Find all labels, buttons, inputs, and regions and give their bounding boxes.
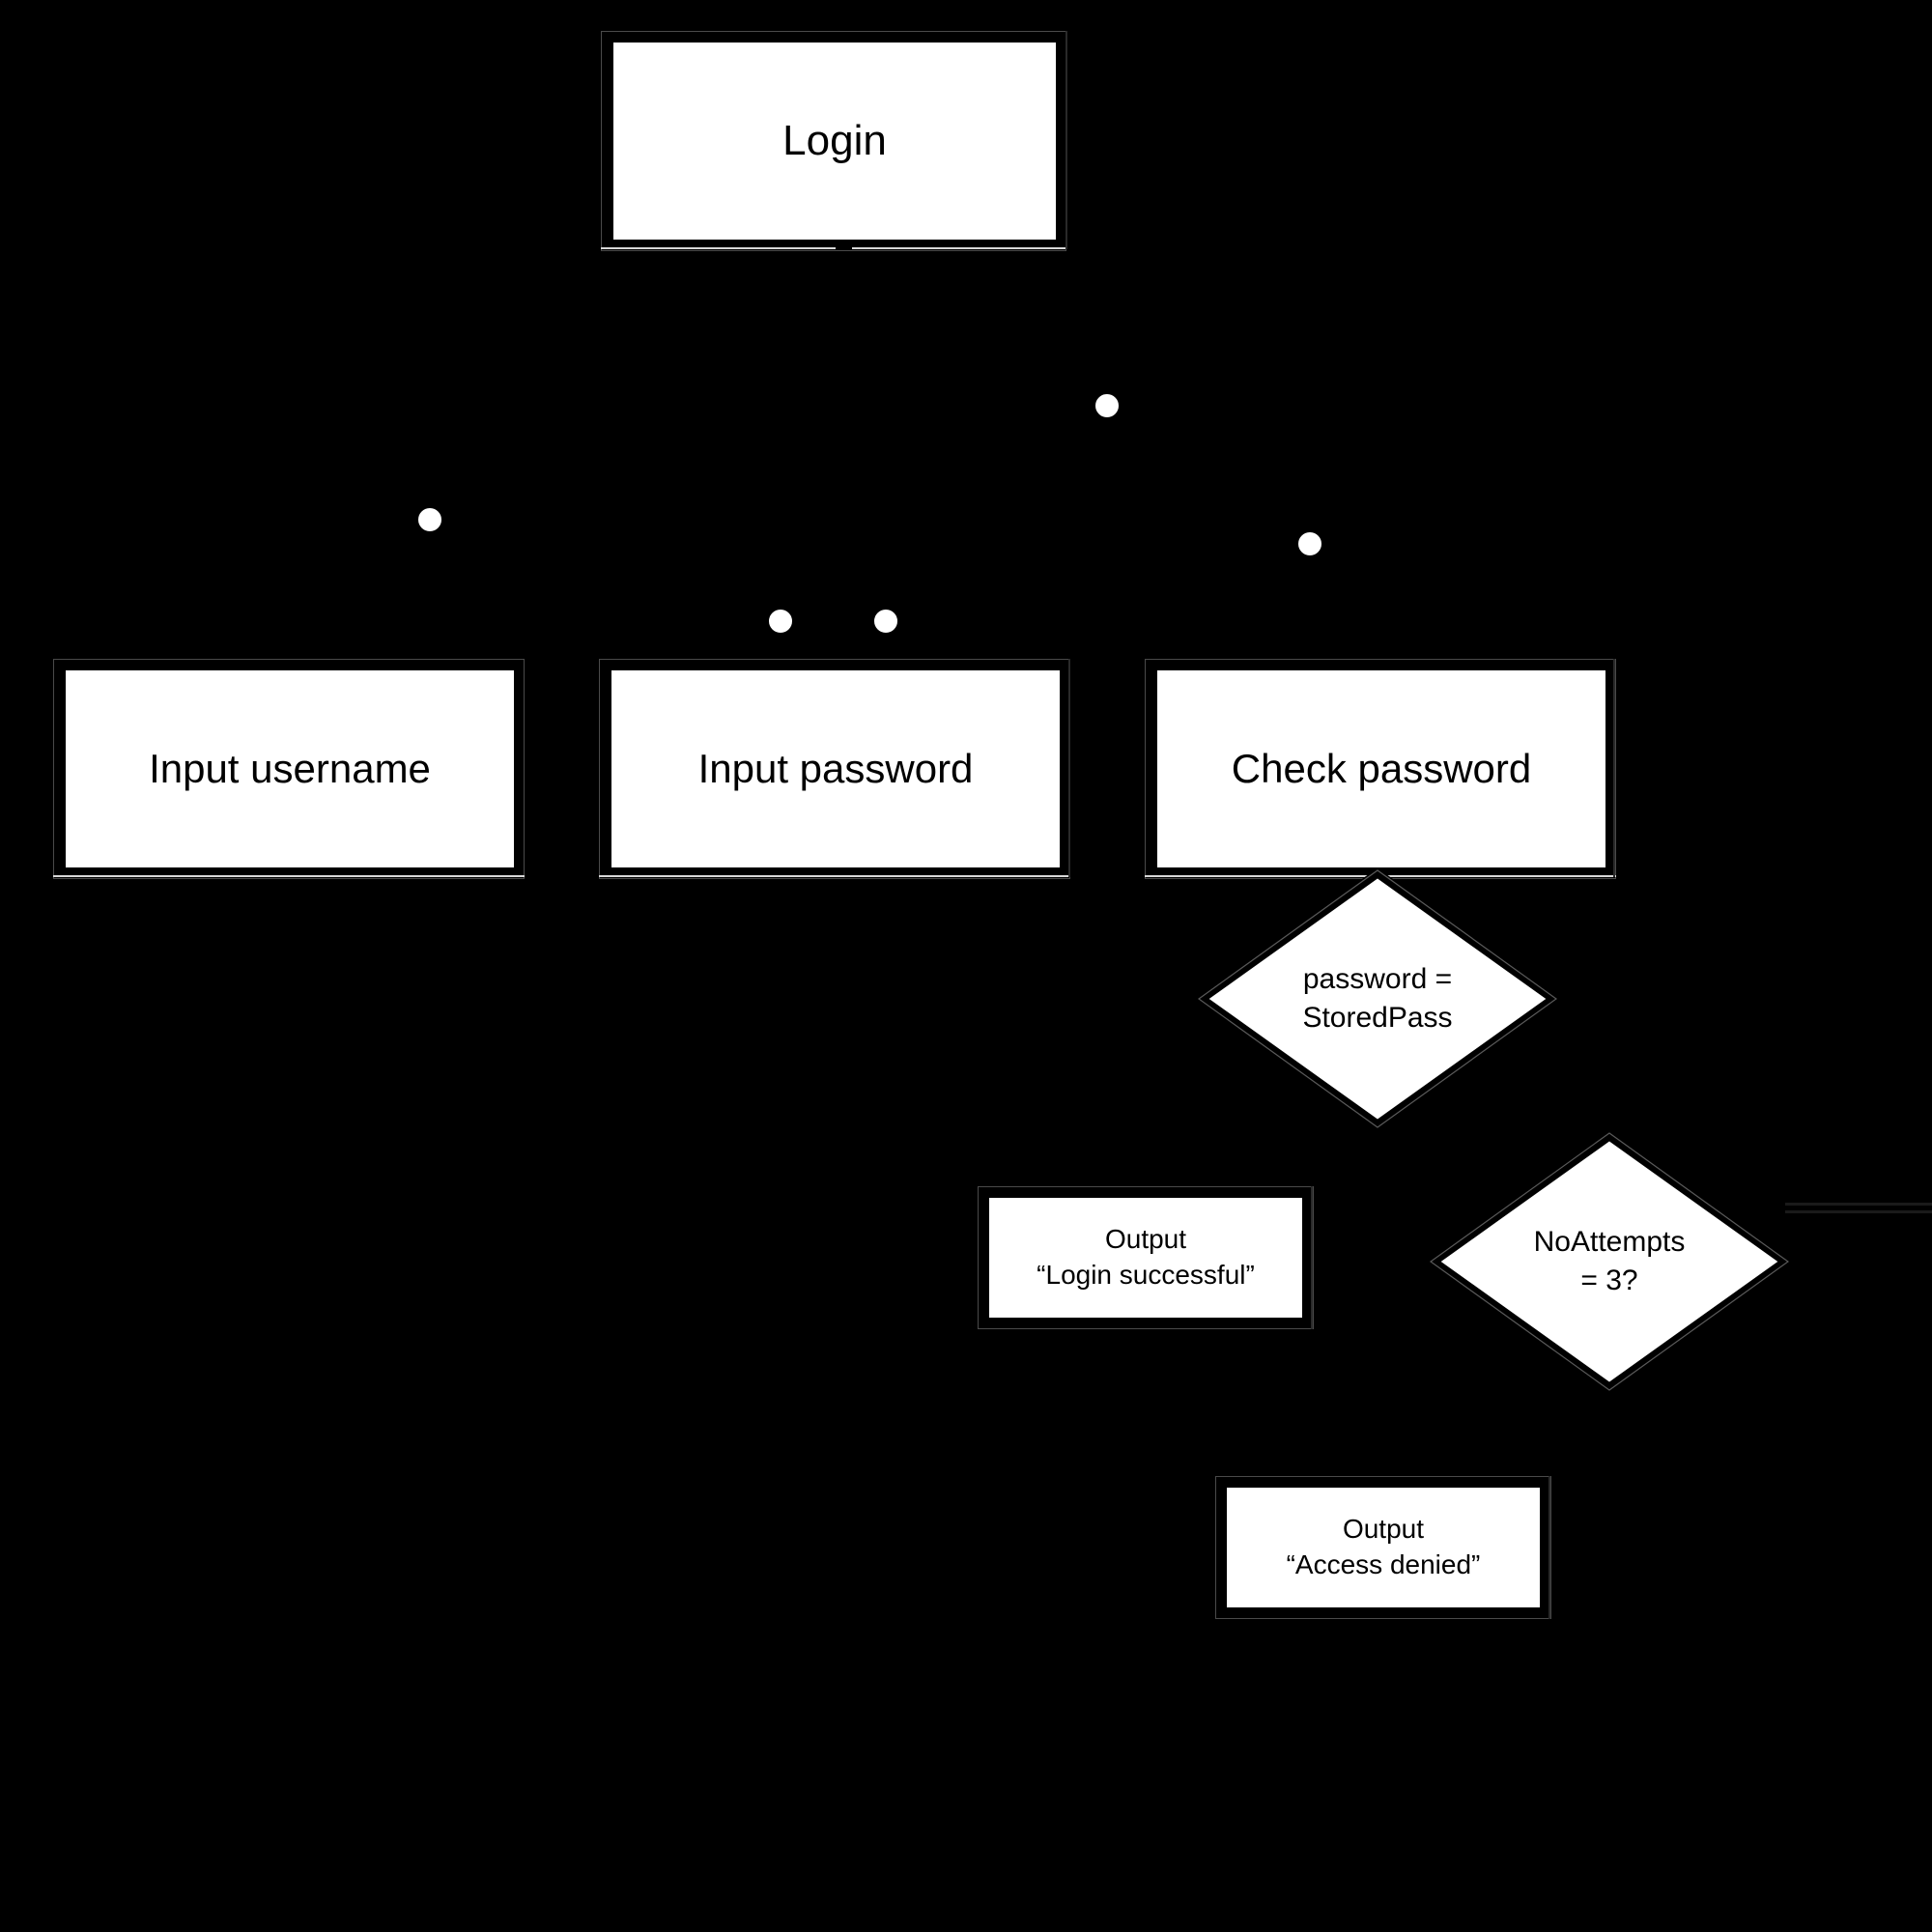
node-input-username-label: Input username bbox=[149, 746, 431, 792]
edge-attempts-right-a bbox=[1785, 1203, 1932, 1206]
edge-check-password-right-vertical bbox=[1613, 659, 1615, 877]
edge-attempts-right-b bbox=[1785, 1210, 1932, 1213]
node-decision-password[interactable]: password = StoredPass bbox=[1198, 869, 1557, 1128]
node-login[interactable]: Login bbox=[611, 41, 1058, 242]
waypoint-3[interactable] bbox=[1295, 529, 1324, 558]
waypoint-1[interactable] bbox=[1093, 391, 1122, 420]
edge-login-out-left bbox=[601, 247, 836, 249]
edge-input-password-underline bbox=[599, 875, 1070, 877]
waypoint-2[interactable] bbox=[415, 505, 444, 534]
decision-attempts-shape bbox=[1430, 1132, 1789, 1391]
waypoint-5[interactable] bbox=[871, 607, 900, 636]
node-decision-attempts-label: NoAttempts = 3? bbox=[1533, 1225, 1686, 1296]
node-check-password-label: Check password bbox=[1231, 746, 1532, 792]
edge-input-username-underline bbox=[53, 875, 525, 877]
node-input-password-label: Input password bbox=[697, 746, 974, 792]
node-output-success[interactable]: Output “Login successful” bbox=[987, 1196, 1304, 1320]
node-output-denied-label: Output “Access denied” bbox=[1286, 1514, 1481, 1579]
node-decision-attempts[interactable]: NoAttempts = 3? bbox=[1430, 1132, 1789, 1391]
node-output-success-label: Output “Login successful” bbox=[1037, 1224, 1255, 1290]
node-decision-password-label: password = StoredPass bbox=[1302, 962, 1453, 1034]
node-output-denied[interactable]: Output “Access denied” bbox=[1225, 1486, 1542, 1609]
waypoint-4[interactable] bbox=[766, 607, 795, 636]
node-input-password[interactable]: Input password bbox=[610, 668, 1062, 869]
node-login-label: Login bbox=[782, 116, 887, 164]
edge-output-denied-right-vertical bbox=[1548, 1476, 1550, 1619]
node-input-username[interactable]: Input username bbox=[64, 668, 516, 869]
node-check-password[interactable]: Check password bbox=[1155, 668, 1607, 869]
edge-output-success-right-vertical bbox=[1311, 1186, 1313, 1329]
edge-login-right-vertical bbox=[1065, 31, 1067, 249]
decision-password-shape bbox=[1198, 869, 1557, 1128]
edge-login-out-right bbox=[852, 247, 1066, 249]
edge-input-password-right-vertical bbox=[1068, 659, 1070, 877]
